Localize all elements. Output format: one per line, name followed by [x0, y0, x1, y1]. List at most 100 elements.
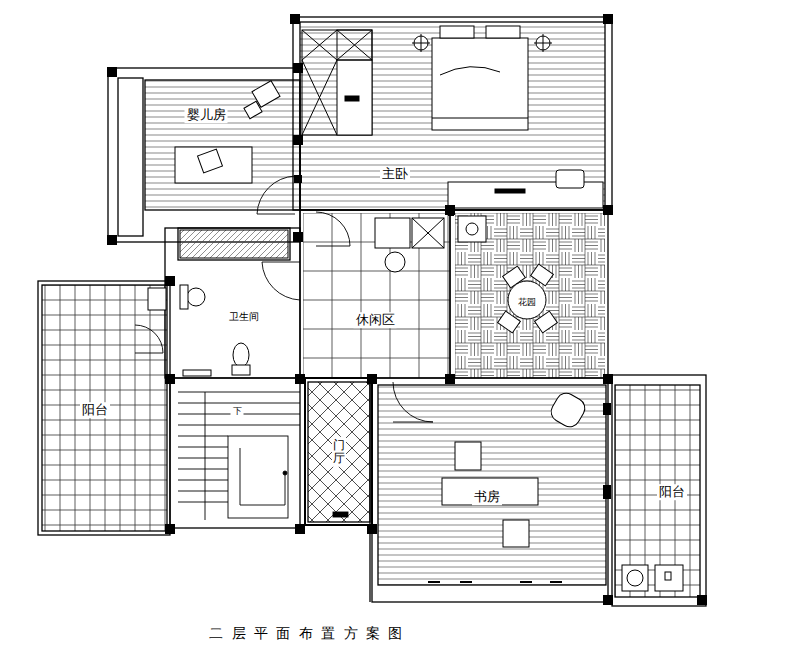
column [165, 276, 175, 286]
column [107, 14, 707, 605]
wardrobe [302, 30, 372, 135]
wall [42, 285, 167, 531]
stair [178, 491, 228, 492]
sanitary-fixture [412, 218, 444, 248]
wall [308, 382, 370, 522]
drawing-caption: 二层平面布置方案图 [209, 625, 411, 643]
column [603, 403, 611, 415]
stair [228, 436, 288, 518]
column [367, 374, 377, 384]
room-label: 门厅 [332, 437, 346, 467]
column [294, 175, 302, 183]
room-label: 阳台 [80, 402, 110, 418]
wall [108, 68, 300, 242]
door-swing [333, 512, 348, 517]
room-label: 书房 [472, 489, 502, 505]
sanitary-fixture [385, 252, 405, 272]
column [293, 63, 303, 73]
garden-table [458, 216, 557, 333]
desk [198, 149, 223, 173]
garden-table [458, 216, 486, 242]
door-swing [262, 262, 300, 300]
room-label: 阳台 [657, 484, 687, 500]
bed [432, 118, 528, 119]
stair [178, 447, 228, 448]
floor-finish [308, 382, 370, 522]
sanitary-fixture [180, 285, 188, 309]
column [697, 595, 707, 605]
desk [455, 442, 481, 470]
door-swing [428, 581, 562, 583]
column [448, 210, 454, 216]
bed [412, 26, 603, 208]
bed [440, 67, 500, 75]
desk [503, 520, 529, 547]
door-swing [393, 382, 433, 422]
wall [378, 385, 606, 585]
floor-finish [300, 22, 605, 210]
room-label: 休闲区 [354, 312, 397, 328]
column [445, 374, 455, 384]
column [107, 235, 117, 245]
door-swing [135, 176, 562, 582]
wardrobe [337, 30, 372, 60]
floor-finish [303, 213, 450, 378]
stair [178, 502, 228, 503]
stair [178, 392, 300, 393]
sanitary-fixture [412, 218, 444, 248]
bed [495, 189, 525, 193]
wall [612, 375, 706, 606]
column [367, 524, 377, 534]
wardrobe [302, 30, 372, 135]
floor-finish [615, 385, 700, 597]
floor-finish [42, 285, 167, 531]
stair [283, 471, 287, 475]
door-swing [257, 176, 295, 214]
shower-screen [180, 230, 288, 258]
wall [369, 378, 370, 602]
wall [165, 228, 300, 378]
column [295, 374, 305, 384]
floor-finish [145, 80, 300, 210]
column [107, 67, 117, 77]
wardrobe [302, 30, 337, 60]
column [293, 135, 303, 145]
column [165, 374, 175, 384]
bed [421, 34, 422, 52]
bed [440, 26, 474, 38]
desk [627, 570, 643, 586]
wardrobe [337, 30, 372, 60]
sanitary-fixture [232, 365, 250, 375]
column [603, 374, 613, 384]
sanitary-fixture [233, 343, 249, 367]
room-label: 下 [231, 406, 244, 417]
sanitary-fixture [412, 218, 444, 248]
wall [293, 17, 612, 210]
door-swing [135, 325, 163, 353]
column [295, 524, 305, 534]
stair [178, 392, 300, 520]
wall [300, 210, 450, 378]
wardrobe [302, 60, 337, 135]
stair [178, 469, 228, 470]
stair [178, 458, 228, 459]
wardrobe [302, 60, 337, 135]
wall [300, 22, 605, 210]
wall [170, 378, 300, 528]
wall [372, 378, 608, 602]
stair [178, 436, 228, 437]
desk [548, 390, 589, 431]
column [165, 524, 175, 534]
desk [175, 147, 252, 183]
wardrobe [337, 60, 372, 135]
bed [432, 38, 528, 130]
column [603, 485, 611, 499]
room-label: 婴儿房 [185, 107, 228, 123]
floor-finish [42, 22, 700, 597]
room-label: 主卧 [380, 166, 410, 182]
garden-table [508, 281, 546, 319]
sanitary-fixture [375, 218, 410, 248]
wall [38, 17, 706, 606]
